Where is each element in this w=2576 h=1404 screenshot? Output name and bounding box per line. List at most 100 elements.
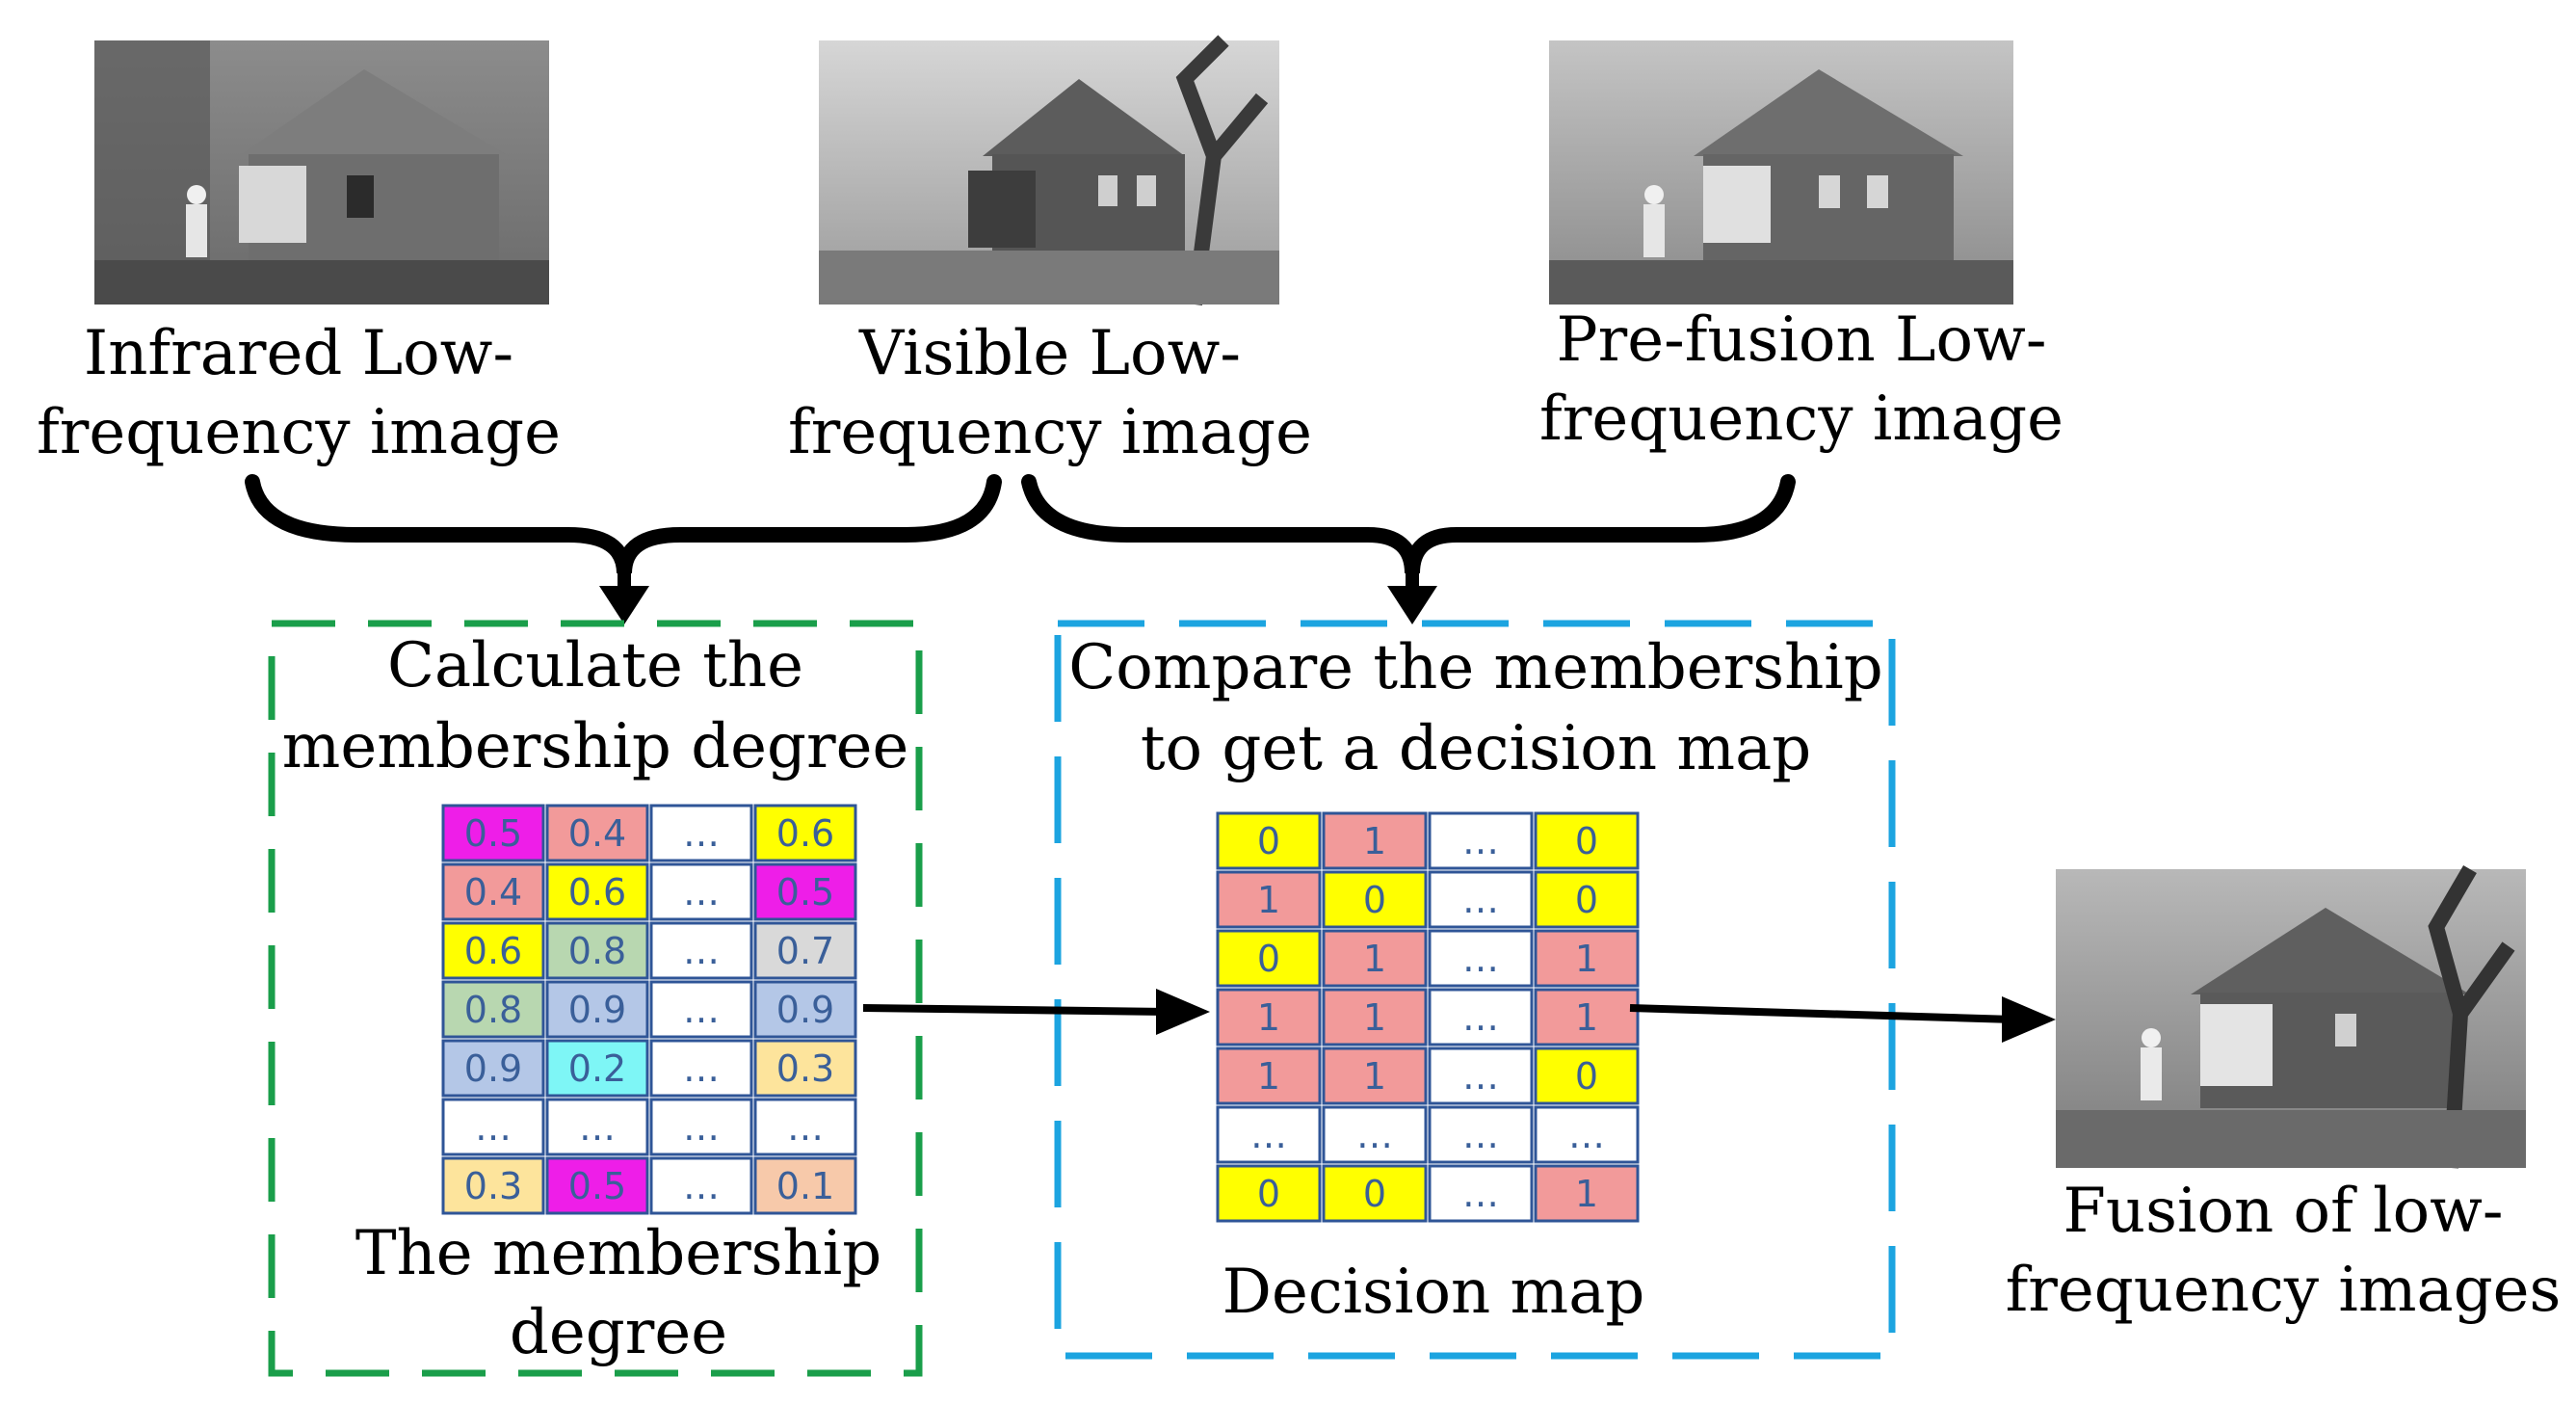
membership-grid-cell-value: 0.6 [464,930,522,972]
visible-label-line1: Visible Low- [858,318,1241,389]
membership-grid-cell [753,862,857,921]
membership-grid-cell [545,1098,649,1156]
membership-grid-cell [649,1039,753,1098]
membership-grid-cell [545,1156,649,1215]
decision-grid-cell-value: … [1462,1114,1499,1156]
infrared-photo-icon [94,40,549,305]
decision-box [1054,620,1896,1360]
decision-grid-cell [1534,870,1640,929]
decision-grid-cell-value: 1 [1257,879,1280,921]
membership-grid-cell [649,1156,753,1215]
decision-grid-cell-value: 1 [1363,1055,1386,1098]
membership-grid-cell-value: … [683,930,720,972]
membership-grid-cell-value: 0.3 [464,1165,522,1207]
membership-grid-cell [545,921,649,980]
membership-grid-cell-value: 0.8 [568,930,626,972]
decision-grid-cell-value: 0 [1257,938,1280,980]
decision-grid-cell [1428,811,1534,870]
decision-grid-cell-value: … [1250,1114,1287,1156]
membership-grid-cell-value: … [683,989,720,1031]
membership-grid-cell-value: 0.9 [776,989,834,1031]
decision-grid-cell [1322,870,1428,929]
decision-grid-cell [1428,1046,1534,1105]
decision-grid-cell [1216,1046,1322,1105]
decision-grid-cell [1428,1164,1534,1223]
decision-grid-cell [1322,988,1428,1046]
decision-grid-cell-value: 1 [1363,938,1386,980]
decision-grid-cell [1428,988,1534,1046]
membership-grid-cell-value: 0.1 [776,1165,834,1207]
decision-grid-cell-value: … [1356,1114,1393,1156]
fusion-photo-icon [2056,864,2526,1169]
membership-grid-cell [441,980,545,1039]
membership-to-decision-arrow-shaft [862,1004,1169,1016]
decision-grid-cell-value: 1 [1257,1055,1280,1098]
membership-grid-cell [753,1156,857,1215]
membership-grid-cell [753,980,857,1039]
membership-grid-cell-value: … [475,1106,512,1149]
decision-grid-cell [1322,1164,1428,1223]
membership-grid-cell-value: … [787,1106,824,1149]
decision-grid-cell-value: 0 [1575,1055,1598,1098]
membership-grid-cell [649,862,753,921]
membership-grid-cell [441,804,545,862]
decision-grid-cell [1534,929,1640,988]
decision-grid-cell-value: 0 [1257,1173,1280,1215]
decision-grid-cell-value: 0 [1257,820,1280,862]
decision-grid-cell-value: 1 [1363,820,1386,862]
membership-grid-cell-value: 0.7 [776,930,834,972]
membership-grid-cell [545,1039,649,1098]
membership-grid-cell [441,1039,545,1098]
membership-grid-cell-value: … [683,871,720,914]
infrared-label-line2: frequency image [37,397,561,468]
membership-grid-cell-value: 0.5 [568,1165,626,1207]
infrared-label-line1: Infrared Low- [84,318,513,389]
membership-caption-line2: degree [510,1297,727,1368]
membership-grid-cell-value: 0.6 [568,871,626,914]
membership-grid-cell [441,921,545,980]
decision-grid-cell [1428,1105,1534,1164]
membership-box [268,620,923,1377]
decision-grid-cell-value: 1 [1575,938,1598,980]
membership-grid-cell [545,980,649,1039]
decision-grid-cell-value: 1 [1575,996,1598,1039]
decision-grid-cell [1216,1164,1322,1223]
membership-grid-cell-value: 0.5 [464,812,522,855]
prefusion-photo-icon [1549,40,2013,305]
membership-grid-cell-value: 0.2 [568,1047,626,1090]
membership-grid-cell-value: 0.5 [776,871,834,914]
decision-grid-cell-value: 0 [1575,820,1598,862]
decision-grid-cell-value: … [1462,1055,1499,1098]
visible-photo-icon [819,35,1279,306]
membership-grid-cell [753,1098,857,1156]
decision-grid-cell [1322,1105,1428,1164]
decision-grid-cell-value: … [1462,879,1499,921]
decision-caption: Decision map [1222,1257,1645,1328]
decision-title-line2: to get a decision map [1141,713,1811,784]
decision-grid-cell-value: 1 [1575,1173,1598,1215]
decision-grid-cell [1534,1046,1640,1105]
decision-grid-cell [1534,1105,1640,1164]
membership-grid-cell [649,804,753,862]
right-brace [1021,474,1796,574]
decision-grid-cell-value: 0 [1575,879,1598,921]
decision-grid-cell-value: … [1462,1173,1499,1215]
decision-grid-cell-value: 0 [1363,1173,1386,1215]
decision-grid-cell [1428,929,1534,988]
left-brace [245,474,1002,574]
decision-grid-cell-value: … [1462,938,1499,980]
membership-grid-cell-value: … [683,1165,720,1207]
membership-grid-cell [649,980,753,1039]
prefusion-label-line1: Pre-fusion Low- [1557,305,2047,376]
decision-grid-cell [1322,929,1428,988]
membership-grid-cell-value: … [683,812,720,855]
decision-grid-cell-value: … [1462,820,1499,862]
membership-grid-cell [753,921,857,980]
membership-grid-cell-value: … [683,1047,720,1090]
membership-grid-cell-value: 0.6 [776,812,834,855]
decision-to-fusion-arrow-shaft [1629,1004,2014,1023]
decision-grid-cell [1216,811,1322,870]
decision-to-fusion-arrow-head [2002,996,2056,1043]
decision-grid-cell [1428,870,1534,929]
